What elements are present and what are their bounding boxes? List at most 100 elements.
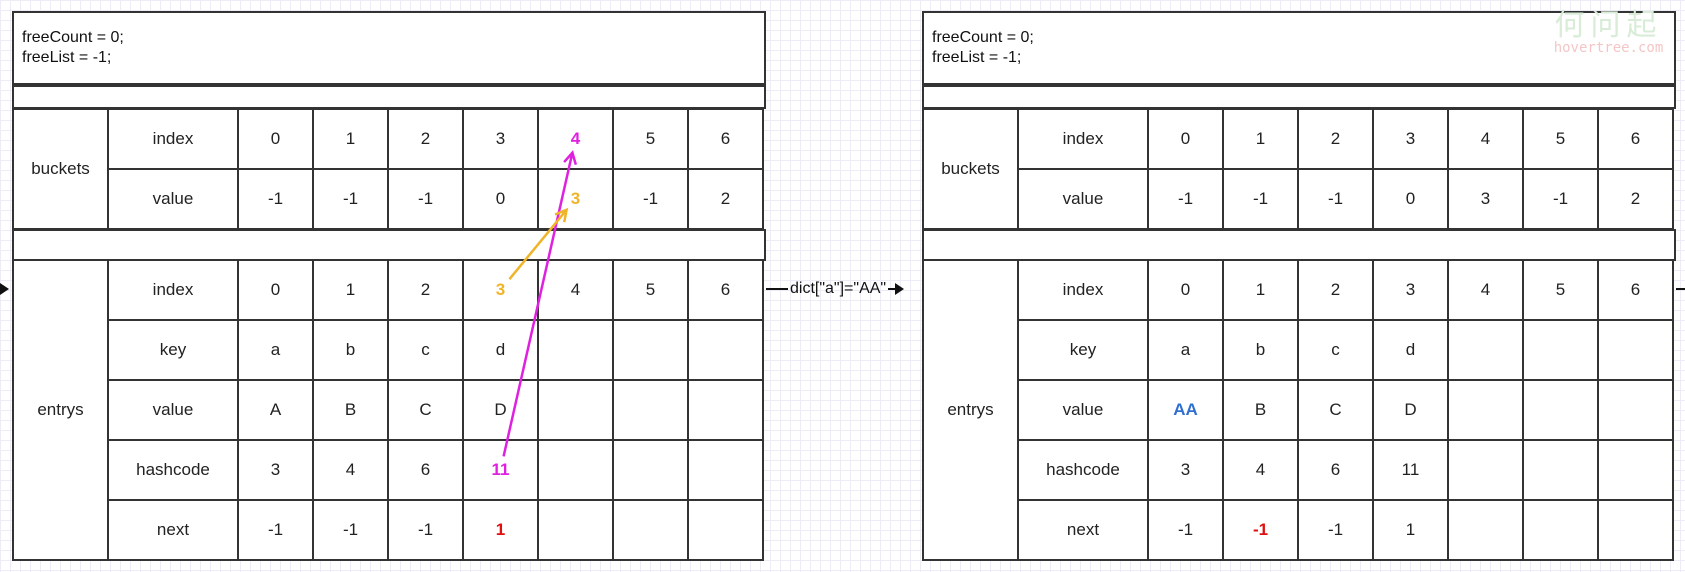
buckets-group-label: buckets	[12, 108, 109, 230]
entrys-key-cell	[687, 319, 764, 381]
connector: dict["a"]="AA"	[766, 277, 905, 301]
buckets-value-cell: 0	[1372, 168, 1449, 230]
entrys-next-cell: -1	[1297, 499, 1374, 561]
watermark-main: 何问起	[1554, 8, 1663, 43]
entrys-key-cell: c	[387, 319, 464, 381]
buckets-value-cell: -1	[1222, 168, 1299, 230]
header-line: freeList = -1;	[932, 49, 1022, 66]
entrys-key-cell: d	[1372, 319, 1449, 381]
entrys-next-cell: 1	[462, 499, 539, 561]
buckets-value-cell: -1	[1522, 168, 1599, 230]
buckets-value-cell: 2	[687, 168, 764, 230]
buckets-index-cell: 4	[1447, 108, 1524, 170]
entrys-value-cell	[1447, 379, 1524, 441]
entrys-key-cell: c	[1297, 319, 1374, 381]
entrys-value-cell	[1522, 379, 1599, 441]
entrys-index-cell: 2	[387, 259, 464, 321]
entrys-hashcode-cell: 3	[237, 439, 314, 501]
connector-label: dict["a"]="AA"	[790, 280, 887, 297]
buckets-index-cell: 5	[612, 108, 689, 170]
buckets-value-cell: -1	[1147, 168, 1224, 230]
entrys-next-cell: 1	[1372, 499, 1449, 561]
entrys-value-cell: C	[1297, 379, 1374, 441]
spacer-band	[922, 85, 1676, 109]
entrys-next-cell	[687, 499, 764, 561]
entrys-value-cell: A	[237, 379, 314, 441]
connector-line-left	[766, 288, 788, 290]
header-line: freeCount = 0;	[22, 29, 124, 46]
entrys-row-label-index: index	[1017, 259, 1149, 321]
buckets-value-cell: 2	[1597, 168, 1674, 230]
buckets-value-cell: -1	[387, 168, 464, 230]
entrys-hashcode-cell: 4	[312, 439, 389, 501]
buckets-index-cell: 0	[237, 108, 314, 170]
header-line: freeCount = 0;	[932, 29, 1034, 46]
buckets-index-cell: 3	[462, 108, 539, 170]
buckets-row-label-value: value	[107, 168, 239, 230]
entrys-next-cell: -1	[312, 499, 389, 561]
entrys-hashcode-cell: 11	[1372, 439, 1449, 501]
entrys-hashcode-cell: 6	[387, 439, 464, 501]
entrys-index-cell: 1	[1222, 259, 1299, 321]
entrys-key-cell: a	[1147, 319, 1224, 381]
entrys-hashcode-cell: 4	[1222, 439, 1299, 501]
entrys-index-cell: 6	[687, 259, 764, 321]
entrys-key-cell: b	[312, 319, 389, 381]
buckets-index-cell: 2	[387, 108, 464, 170]
buckets-value-cell: 0	[462, 168, 539, 230]
entrys-index-cell: 6	[1597, 259, 1674, 321]
entrys-row-label-hashcode: hashcode	[107, 439, 239, 501]
entrys-index-cell: 4	[1447, 259, 1524, 321]
buckets-index-cell: 6	[1597, 108, 1674, 170]
buckets-group-label: buckets	[922, 108, 1019, 230]
entrys-key-cell	[1522, 319, 1599, 381]
entrys-key-cell: d	[462, 319, 539, 381]
entrys-next-cell	[537, 499, 614, 561]
entrys-next-cell: -1	[1147, 499, 1224, 561]
entrys-index-cell: 1	[312, 259, 389, 321]
entrys-row-label-next: next	[1017, 499, 1149, 561]
entrys-key-cell	[1447, 319, 1524, 381]
entrys-value-cell	[687, 379, 764, 441]
entrys-next-cell	[1447, 499, 1524, 561]
entrys-index-cell: 0	[237, 259, 314, 321]
state-header: freeCount = 0; freeList = -1;	[922, 11, 1676, 85]
buckets-index-cell: 1	[312, 108, 389, 170]
right-edge-stub	[1676, 288, 1685, 290]
entrys-row-label-value: value	[107, 379, 239, 441]
buckets-index-cell: 6	[687, 108, 764, 170]
entrys-hashcode-cell: 11	[462, 439, 539, 501]
entrys-value-cell: B	[312, 379, 389, 441]
buckets-row-label-index: index	[1017, 108, 1149, 170]
entrys-value-cell	[1597, 379, 1674, 441]
entrys-index-cell: 3	[462, 259, 539, 321]
buckets-value-cell: 3	[537, 168, 614, 230]
entrys-value-cell: C	[387, 379, 464, 441]
left-edge-arrow-icon	[0, 283, 9, 295]
buckets-index-cell: 5	[1522, 108, 1599, 170]
buckets-index-cell: 4	[537, 108, 614, 170]
entrys-key-cell: b	[1222, 319, 1299, 381]
buckets-value-cell: -1	[237, 168, 314, 230]
header-line: freeList = -1;	[22, 49, 112, 66]
entrys-next-cell	[1522, 499, 1599, 561]
watermark-sub: hovertree.com	[1553, 40, 1664, 56]
entrys-group-label: entrys	[922, 259, 1019, 561]
entrys-value-cell: D	[462, 379, 539, 441]
spacer-band	[922, 229, 1676, 261]
entrys-key-cell	[1597, 319, 1674, 381]
entrys-key-cell	[612, 319, 689, 381]
entrys-hashcode-cell	[1522, 439, 1599, 501]
entrys-hashcode-cell	[1447, 439, 1524, 501]
spacer-band	[12, 229, 766, 261]
entrys-hashcode-cell: 6	[1297, 439, 1374, 501]
entrys-row-label-key: key	[1017, 319, 1149, 381]
buckets-index-cell: 3	[1372, 108, 1449, 170]
watermark-logo: 何问起 hovertree.com	[1532, 0, 1685, 56]
entrys-key-cell: a	[237, 319, 314, 381]
spacer-band	[12, 85, 766, 109]
state-header: freeCount = 0; freeList = -1;	[12, 11, 766, 85]
entrys-row-label-next: next	[107, 499, 239, 561]
buckets-value-cell: -1	[1297, 168, 1374, 230]
